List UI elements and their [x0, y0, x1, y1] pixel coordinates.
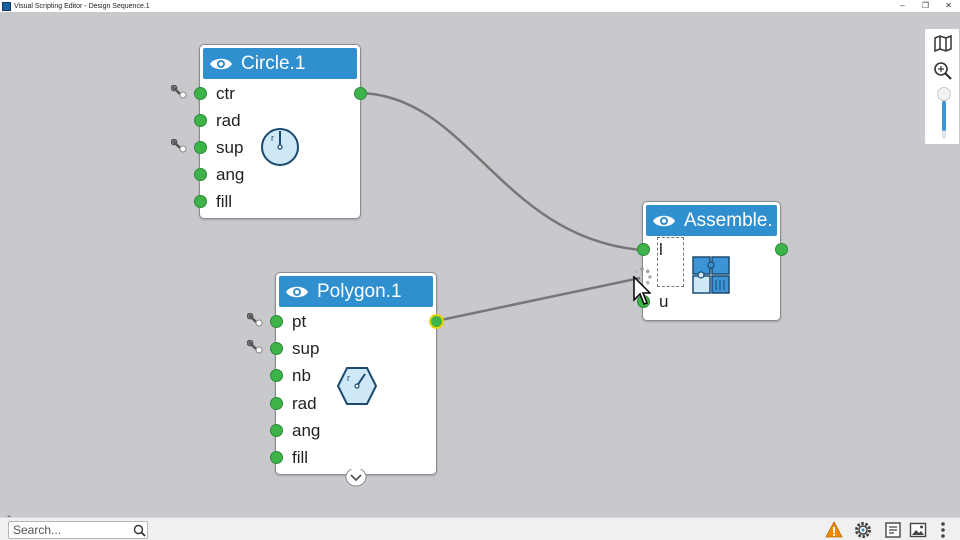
wrench-icon[interactable] [247, 340, 263, 354]
puzzle-icon [692, 256, 730, 294]
node-circle[interactable]: Circle.1 ctr rad sup ang fill [171, 44, 367, 219]
warning-icon[interactable] [825, 521, 843, 539]
links-layer [360, 91, 642, 323]
window-title: Visual Scripting Editor - Design Sequenc… [14, 2, 150, 10]
window-controls: – ❐ ✕ [891, 0, 960, 12]
node-header[interactable]: Assemble. [646, 205, 777, 236]
link-circle-to-assemble[interactable] [360, 91, 642, 252]
search-box[interactable] [8, 521, 148, 539]
port-dot[interactable] [194, 195, 207, 208]
port-dot[interactable] [270, 369, 283, 382]
port-label: pt [292, 312, 307, 331]
port-dot[interactable] [194, 87, 207, 100]
port-label: sup [216, 138, 244, 157]
node-title: Circle.1 [241, 52, 306, 74]
zoom-slider-fill [942, 101, 946, 131]
expand-chevron-icon[interactable] [345, 469, 367, 487]
node-assemble[interactable]: Assemble. l u [632, 201, 788, 321]
notes-icon[interactable] [884, 521, 902, 539]
port-label: sup [292, 339, 320, 358]
port-dot[interactable] [270, 451, 283, 464]
port-label: u [659, 292, 669, 311]
view-toolbar [924, 28, 960, 145]
port-label: l [659, 240, 663, 259]
polygon-shape-icon: r [336, 367, 378, 405]
port-label: ang [216, 165, 245, 184]
map-icon[interactable] [933, 33, 953, 53]
eye-icon[interactable] [209, 56, 233, 72]
zoom-slider-handle[interactable] [937, 87, 951, 101]
port-dot[interactable] [270, 397, 283, 410]
node-title: Polygon.1 [317, 280, 402, 302]
port-dot[interactable] [194, 168, 207, 181]
search-input[interactable] [13, 523, 131, 537]
zoom-icon[interactable] [933, 61, 953, 81]
app-icon [2, 1, 11, 11]
more-icon[interactable] [934, 521, 952, 539]
wrench-icon[interactable] [247, 313, 263, 327]
port-label: fill [216, 192, 233, 211]
minimize-button[interactable]: – [900, 1, 905, 10]
port-dot[interactable] [637, 243, 650, 256]
circle-shape-icon: r [261, 128, 299, 166]
output-port[interactable] [354, 87, 367, 100]
node-polygon[interactable]: Polygon.1 pt sup nb rad ang fill [247, 272, 444, 487]
port-label: fill [292, 448, 309, 467]
search-icon[interactable] [133, 524, 146, 537]
port-dot[interactable] [194, 114, 207, 127]
status-bar [0, 517, 960, 540]
port-dot[interactable] [270, 315, 283, 328]
svg-text:r: r [271, 133, 274, 143]
title-bar: Visual Scripting Editor - Design Sequenc… [0, 0, 960, 12]
drop-zone[interactable] [657, 237, 684, 287]
close-button[interactable]: ✕ [945, 1, 952, 10]
port-label: nb [292, 366, 311, 385]
output-port-selected[interactable] [429, 314, 444, 329]
eye-icon[interactable] [285, 284, 309, 300]
scripting-canvas[interactable]: Circle.1 ctr rad sup ang fill [0, 12, 960, 521]
gear-icon[interactable] [854, 521, 872, 539]
node-header[interactable]: Polygon.1 [279, 276, 433, 307]
mouse-cursor-icon [633, 276, 651, 305]
svg-text:r: r [347, 373, 350, 383]
port-dot[interactable] [270, 342, 283, 355]
port-dot[interactable] [194, 141, 207, 154]
wrench-icon[interactable] [171, 85, 187, 99]
node-title: Assemble. [684, 209, 773, 231]
port-label: rad [292, 394, 317, 413]
port-dot[interactable] [270, 424, 283, 437]
restore-button[interactable]: ❐ [921, 1, 930, 10]
image-icon[interactable] [909, 521, 927, 539]
wrench-icon[interactable] [171, 139, 187, 153]
port-label: ang [292, 421, 321, 440]
output-port[interactable] [775, 243, 788, 256]
link-polygon-to-assemble[interactable] [435, 276, 641, 323]
port-label: rad [216, 111, 241, 130]
port-label: ctr [216, 84, 235, 103]
node-header[interactable]: Circle.1 [203, 48, 357, 79]
eye-icon[interactable] [652, 213, 676, 229]
